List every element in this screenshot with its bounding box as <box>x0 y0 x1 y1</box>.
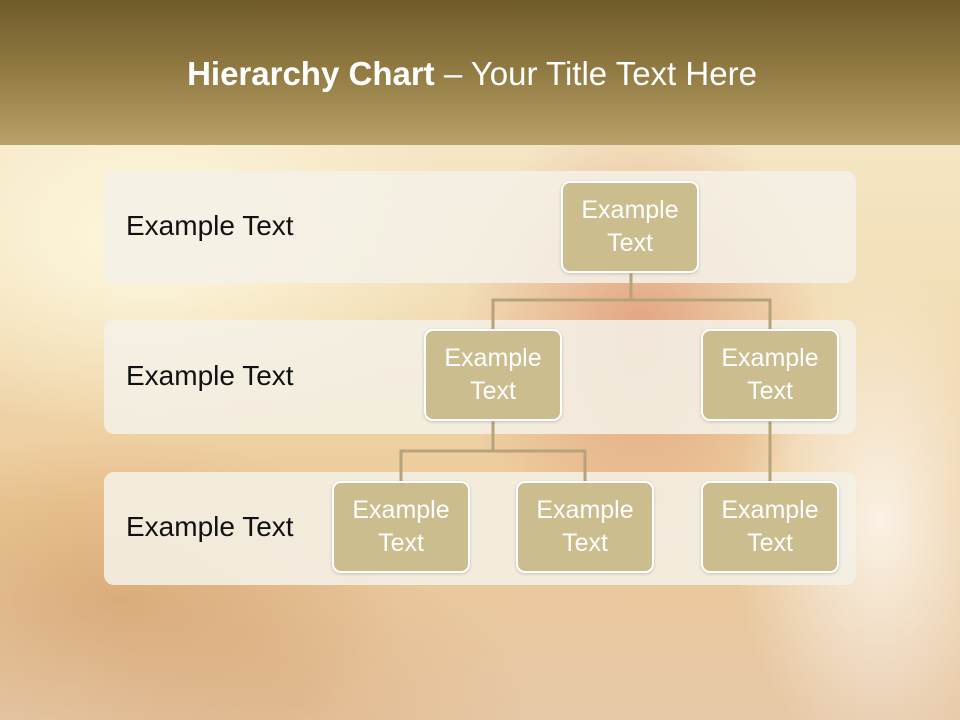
node-level2-right[interactable]: Example Text <box>701 329 839 421</box>
title-separator: – <box>434 55 471 92</box>
title-bold: Hierarchy Chart <box>187 55 435 92</box>
title-bar: Hierarchy Chart – Your Title Text Here <box>0 0 960 145</box>
node-level3-c-label: Example Text <box>721 496 819 557</box>
node-level3-a-label: Example Text <box>352 496 450 557</box>
level-label-1: Example Text <box>126 210 294 241</box>
node-level2-right-label: Example Text <box>721 344 819 405</box>
level-label-2: Example Text <box>126 360 294 391</box>
level-band-1 <box>104 171 856 283</box>
title-rest: Your Title Text Here <box>470 55 757 92</box>
node-root-label: Example Text <box>581 196 679 257</box>
node-level3-b[interactable]: Example Text <box>516 481 654 573</box>
node-level3-a[interactable]: Example Text <box>332 481 470 573</box>
node-root[interactable]: Example Text <box>561 181 699 273</box>
node-level3-c[interactable]: Example Text <box>701 481 839 573</box>
node-level2-left-label: Example Text <box>444 344 542 405</box>
slide-title: Hierarchy Chart – Your Title Text Here <box>0 55 944 93</box>
node-level3-b-label: Example Text <box>536 496 634 557</box>
level-label-3: Example Text <box>126 511 294 542</box>
node-level2-left[interactable]: Example Text <box>424 329 562 421</box>
